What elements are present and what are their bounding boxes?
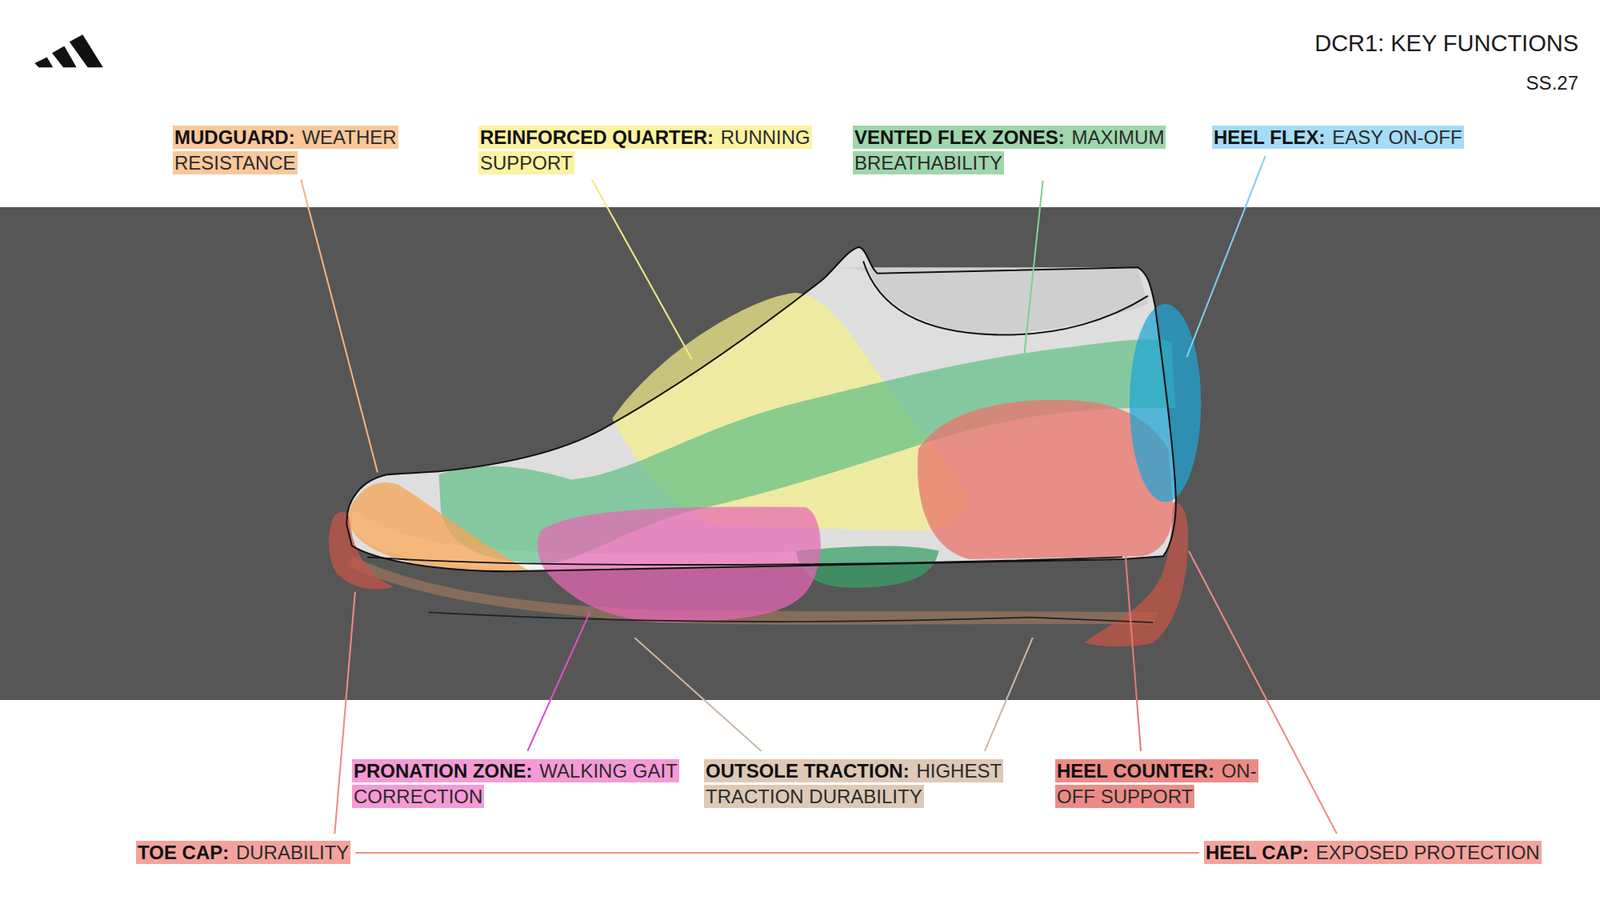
part-name: PRONATION ZONE:	[352, 759, 538, 783]
callout-label: PRONATION ZONE:WALKING GAIT CORRECTION	[352, 758, 680, 810]
callout-label: TOE CAP:DURABILITY	[136, 840, 351, 866]
callout-label: HEEL COUNTER:ON-OFF SUPPORT	[1055, 758, 1292, 810]
dark-band	[0, 207, 1600, 700]
callout-label: MUDGUARD:WEATHER RESISTANCE	[172, 124, 437, 176]
callout-label: REINFORCED QUARTER:RUNNING SUPPORT	[478, 124, 863, 176]
callout-label: OUTSOLE TRACTION:HIGHEST TRACTION DURABI…	[704, 758, 1056, 810]
callout-label: VENTED FLEX ZONES:MAXIMUM BREATHABILITY	[852, 124, 1229, 176]
part-name: TOE CAP:	[136, 840, 235, 864]
function-text: EASY ON-OFF	[1330, 125, 1464, 149]
part-name: VENTED FLEX ZONES:	[852, 125, 1070, 149]
part-name: HEEL COUNTER:	[1055, 759, 1220, 783]
part-name: HEEL CAP:	[1204, 840, 1315, 864]
part-name: MUDGUARD:	[172, 125, 300, 149]
shoe	[328, 247, 1201, 648]
function-text: EXPOSED PROTECTION	[1314, 840, 1542, 864]
part-name: HEEL FLEX:	[1212, 125, 1331, 149]
callout-label: HEEL CAP:EXPOSED PROTECTION	[1204, 840, 1542, 866]
connector-line	[355, 852, 1200, 854]
callout-label: HEEL FLEX:EASY ON-OFF	[1212, 124, 1464, 151]
season-code: SS.27	[1526, 72, 1579, 95]
leader-lines	[300, 156, 1337, 834]
function-text: DURABILITY	[234, 840, 351, 864]
page-title: DCR1: KEY FUNCTIONS	[1314, 30, 1579, 57]
part-name: REINFORCED QUARTER:	[478, 125, 720, 149]
brand-logo	[34, 34, 103, 68]
part-name: OUTSOLE TRACTION:	[704, 759, 915, 783]
